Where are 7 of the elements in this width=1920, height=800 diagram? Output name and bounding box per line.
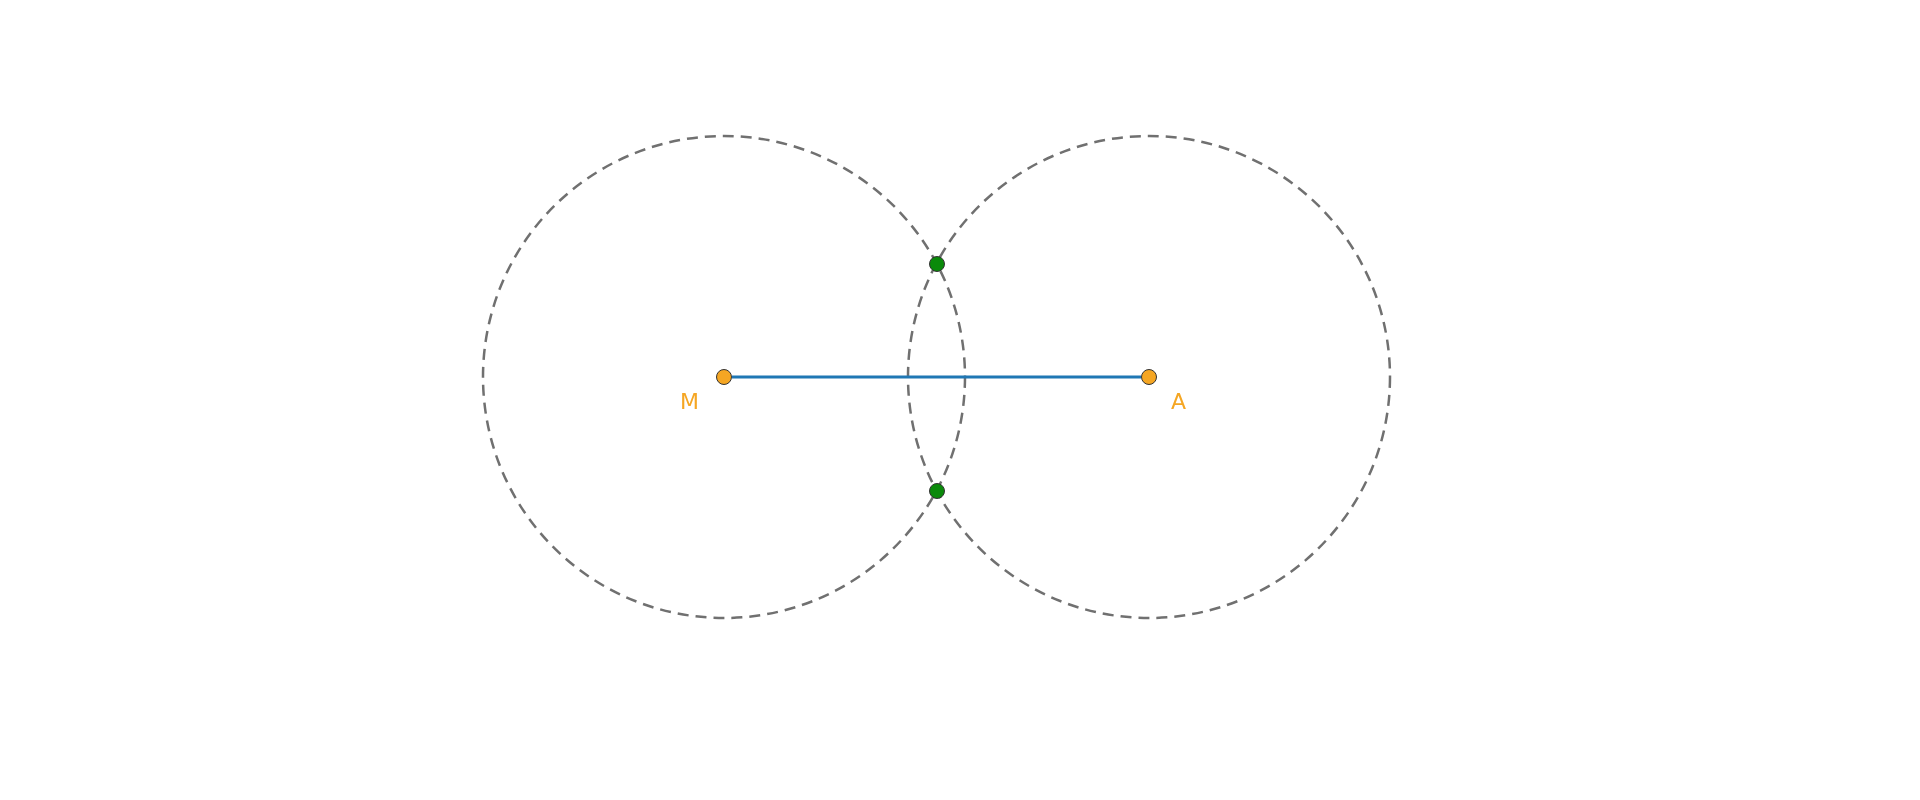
point-marker	[929, 483, 945, 499]
point-label: A	[1171, 391, 1187, 413]
point-marker	[1141, 369, 1157, 385]
point-label: M	[680, 391, 699, 413]
point-marker	[716, 369, 732, 385]
point-marker	[929, 256, 945, 272]
line-segment	[732, 375, 1141, 379]
